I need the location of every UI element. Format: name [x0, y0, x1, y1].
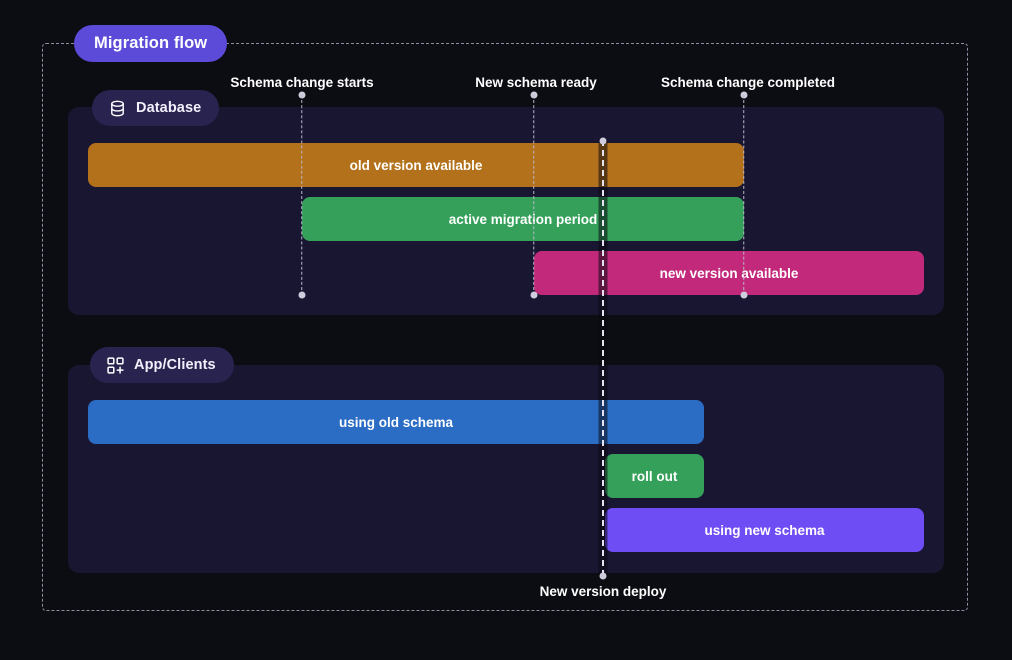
marker-label-new-schema-ready: New schema ready: [475, 75, 597, 90]
marker-label-schema-change-completed: Schema change completed: [660, 75, 836, 90]
deploy-marker-dot-top: [599, 137, 607, 145]
deploy-marker-label: New version deploy: [539, 584, 667, 599]
bar-old-version-available[interactable]: old version available: [88, 143, 744, 187]
diagram-title-badge: Migration flow: [74, 25, 228, 62]
bar-new-version-available[interactable]: new version available: [534, 251, 924, 295]
deploy-marker-line: [602, 140, 604, 576]
bar-label-new-version-available: new version available: [659, 265, 799, 281]
marker-line-new-schema-ready: [533, 95, 535, 295]
lane-badge-label-database: Database: [136, 100, 202, 116]
app-grid-plus-icon: [106, 356, 125, 375]
bar-label-roll-out: roll out: [631, 468, 678, 484]
bar-label-using-new-schema: using new schema: [704, 522, 825, 538]
marker-dot-bottom-schema-change-starts: [298, 291, 306, 299]
lane-badge-label-app-clients: App/Clients: [134, 357, 216, 373]
diagram-title-label: Migration flow: [94, 34, 208, 52]
lane-badge-app-clients: App/Clients: [90, 347, 234, 383]
bar-using-old-schema[interactable]: using old schema: [88, 400, 704, 444]
marker-line-schema-change-starts: [301, 95, 303, 295]
diagram-outer-frame: [42, 43, 968, 611]
bar-roll-out[interactable]: roll out: [605, 454, 704, 498]
marker-label-schema-change-starts: Schema change starts: [230, 75, 374, 90]
marker-dot-bottom-new-schema-ready: [530, 291, 538, 299]
lane-badge-database: Database: [92, 90, 220, 126]
bar-using-new-schema[interactable]: using new schema: [605, 508, 924, 552]
bar-label-active-migration-period: active migration period: [448, 211, 598, 227]
database-icon: [108, 99, 127, 118]
bar-label-using-old-schema: using old schema: [338, 414, 454, 430]
bar-active-migration-period[interactable]: active migration period: [302, 197, 744, 241]
bar-label-old-version-available: old version available: [349, 157, 483, 173]
marker-line-schema-change-completed: [743, 95, 745, 295]
marker-dot-bottom-schema-change-completed: [740, 291, 748, 299]
deploy-marker-dot-bottom: [599, 572, 607, 580]
